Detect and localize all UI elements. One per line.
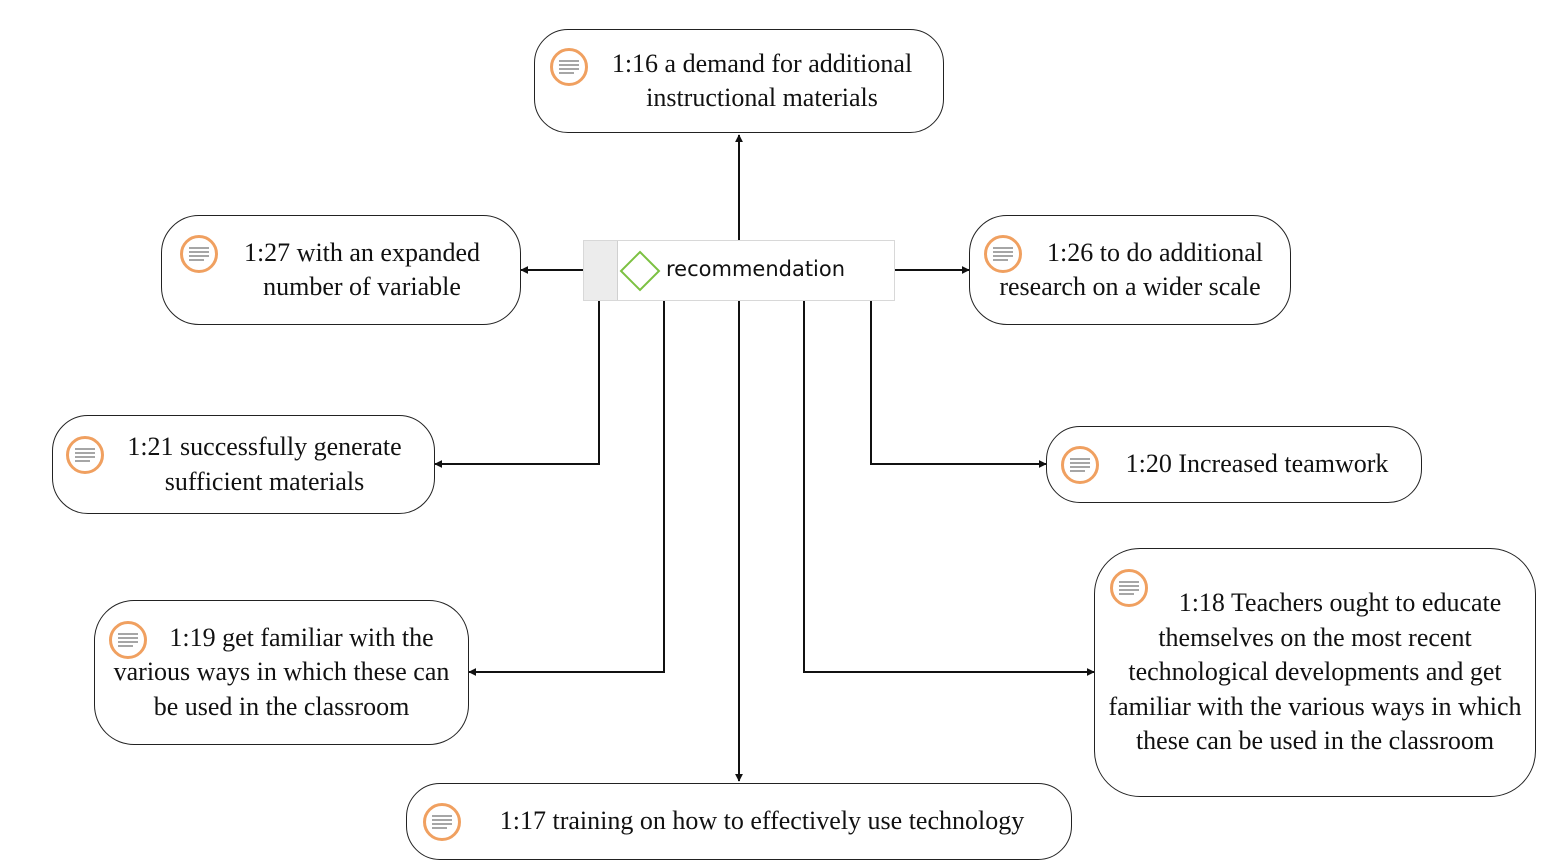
document-quote-icon [423,803,461,841]
quote-node-q26[interactable]: 1:26 to do additional research on a wide… [969,215,1291,325]
code-node-recommendation[interactable] [583,240,895,301]
code-diamond-icon [619,250,661,292]
quote-node-q16[interactable]: 1:16 a demand for additional instruction… [534,29,944,133]
quote-node-q18[interactable]: 1:18 Teachers ought to educate themselve… [1094,548,1536,797]
connector-to-q18 [803,301,1095,676]
code-node-handle [584,241,618,300]
document-quote-icon [550,48,588,86]
quote-text: 1:20 Increased teamwork [1125,449,1389,479]
quote-node-q20[interactable]: 1:20 Increased teamwork [1046,426,1422,503]
connector-lines [434,134,1095,782]
quote-text: 1:26 to do additional research on a wide… [999,237,1263,302]
quote-text: 1:18 Teachers ought to educate themselve… [1108,588,1522,756]
quote-node-q27[interactable]: 1:27 with an expanded number of variable [161,215,521,325]
connector-to-q20 [870,301,1047,468]
document-quote-icon [180,235,218,273]
quote-text: 1:21 successfully generate sufficient ma… [127,432,402,496]
document-quote-icon [984,235,1022,273]
connector-to-q19 [468,301,665,676]
code-label: recommendation [666,257,846,281]
document-quote-icon [1061,446,1099,484]
document-quote-icon [66,436,104,474]
quote-text: 1:17 training on how to effectively use … [499,806,1025,836]
quote-text: 1:16 a demand for additional instruction… [611,48,913,113]
quote-node-q17[interactable]: 1:17 training on how to effectively use … [406,783,1072,860]
quote-node-q21[interactable]: 1:21 successfully generate sufficient ma… [52,415,435,514]
document-quote-icon [1110,569,1148,607]
quote-text: 1:27 with an expanded number of variable [243,237,481,302]
quote-text: 1:19 get familiar with the various ways … [113,622,450,721]
connector-to-q21 [434,301,600,468]
quote-node-q19[interactable]: 1:19 get familiar with the various ways … [94,600,469,745]
document-quote-icon [109,621,147,659]
